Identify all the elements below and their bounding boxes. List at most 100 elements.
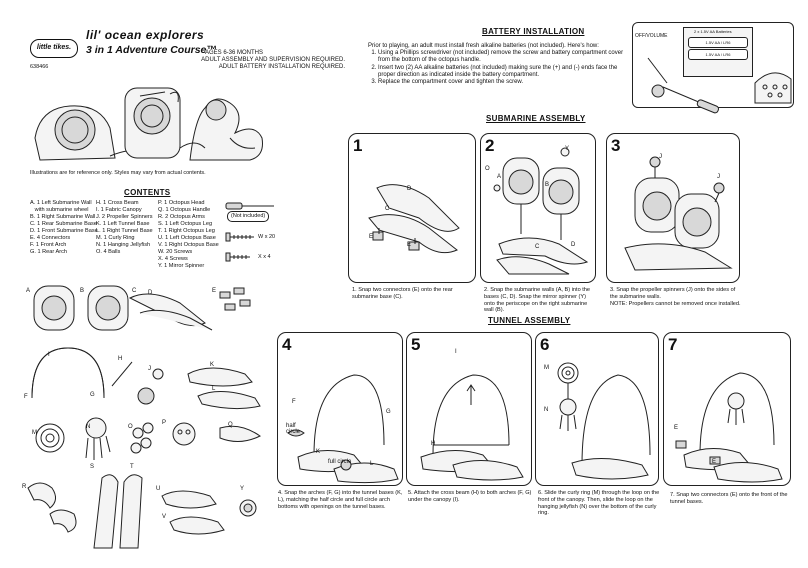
step-number: 7 [668, 335, 678, 354]
contents-item: N. 1 Hanging Jellyfish [96, 242, 151, 248]
part-label: C [385, 206, 390, 212]
part-label: A [26, 288, 31, 294]
part-label: T [130, 464, 134, 470]
part-label: E [369, 234, 374, 240]
submarine-heading: SUBMARINE ASSEMBLY [486, 114, 586, 123]
part-label: I [48, 352, 50, 358]
screw-w-count: W x 20 [258, 234, 276, 240]
part-label: E [407, 242, 412, 248]
power-switch-label: OFF/VOLUME [635, 33, 668, 39]
battery-step: Using a Phillips screwdriver (not includ… [378, 50, 630, 64]
part-label: H [431, 441, 436, 447]
part-label: C [535, 244, 540, 250]
contents-item: S. 1 Left Octopus Leg [158, 221, 213, 227]
step-number: 3 [611, 136, 621, 155]
part-label: L [212, 386, 216, 392]
part-label: U [156, 486, 161, 492]
step-2-illustration [493, 147, 589, 275]
step-3-caption: 3. Snap the propeller spinners (J) onto … [610, 287, 736, 300]
contents-item: M. 1 Curly Ring [96, 235, 135, 241]
step-3-note: NOTE: Propellers cannot be removed once … [610, 301, 741, 307]
part-label: H [118, 356, 123, 362]
contents-heading: CONTENTS [124, 188, 171, 197]
step-number: 1 [353, 136, 363, 155]
contents-item: H. 1 Cross Beam [96, 200, 139, 206]
step-number: 5 [411, 335, 421, 354]
part-label: D [148, 290, 153, 296]
part-label: Y [240, 486, 245, 492]
step-1-panel: 1 D C E E [348, 133, 476, 283]
battery-cell-1: 1.5V AA / LR6 [688, 37, 748, 48]
step-4-panel: 4 F G K L half circle full circle [277, 332, 403, 486]
contents-item: V. 1 Right Octopus Base [158, 242, 219, 248]
contents-item: G. 1 Rear Arch [30, 249, 67, 255]
battery-diagram: OFF/VOLUME 2 x 1.5V AA Batteries 1.5V AA… [632, 22, 794, 114]
contents-item: I. 1 Fabric Canopy [96, 207, 142, 213]
age-range: AGES 6-36 MONTHS [205, 50, 264, 56]
part-label: O [128, 424, 133, 430]
part-label: J [717, 174, 720, 180]
part-label: F [292, 399, 296, 405]
part-label: Y [565, 146, 570, 152]
battery-notice: ADULT BATTERY INSTALLATION REQUIRED. [218, 64, 345, 70]
battery-compartment: 2 x 1.5V AA Batteries 1.5V AA / LR6 1.5V… [683, 27, 753, 77]
step-1-caption: 1. Snap two connectors (E) onto the rear… [352, 287, 453, 300]
screw-w-icon [225, 232, 254, 242]
part-label: B [80, 288, 85, 294]
step-number: 4 [282, 335, 292, 354]
contents-item: P. 1 Octopus Head [158, 200, 205, 206]
part-label: G [386, 409, 391, 415]
item-number: 638466 [30, 64, 49, 70]
part-label: G [90, 392, 95, 398]
part-label: P [162, 420, 167, 426]
contents-item: L. 1 Right Tunnel Base [96, 228, 153, 234]
step-1-illustration [368, 184, 460, 254]
battery-intro: Prior to playing, an adult must install … [368, 43, 599, 49]
assembly-notice: ADULT ASSEMBLY AND SUPERVISION REQUIRED. [201, 57, 345, 63]
battery-spec: 2 x 1.5V AA Batteries [694, 29, 732, 34]
contents-item: E. 4 Connectors [30, 235, 71, 241]
screw-x-icon [225, 252, 250, 262]
screwdriver-icon [647, 57, 792, 114]
part-label: K [316, 449, 321, 455]
step-5-caption: 5. Attach the cross beam (H) to both arc… [408, 490, 532, 503]
part-label: R [22, 484, 27, 490]
part-label: L [370, 461, 374, 467]
part-label: B [545, 182, 550, 188]
part-label: V [162, 514, 167, 520]
part-label: I [455, 349, 457, 355]
part-label: F [24, 394, 28, 400]
contents-item: F. 1 Front Arch [30, 242, 67, 248]
step-7-panel: 7 E E [663, 332, 791, 486]
part-label: S [90, 464, 95, 470]
tunnel-heading: TUNNEL ASSEMBLY [488, 316, 571, 325]
contents-item: K. 1 Left Tunnel Base [96, 221, 150, 227]
part-label: A [497, 174, 502, 180]
step-2-panel: 2 A B C D O Y [480, 133, 596, 283]
part-label: K [210, 362, 215, 368]
part-label: E [212, 288, 217, 294]
part-label: E [712, 459, 717, 465]
battery-step: Insert two (2) AA alkaline batteries (no… [378, 65, 630, 79]
contents-item: D. 1 Front Submarine Base [30, 228, 98, 234]
contents-item: U. 1 Left Octopus Base [158, 235, 216, 241]
contents-item: X. 4 Screws [158, 256, 188, 262]
product-title: 3 in 1 Adventure Course™ [86, 44, 217, 56]
illustration-note: Illustrations are for reference only. St… [30, 170, 206, 176]
part-label: D [571, 242, 576, 248]
contents-item: A. 1 Left Submarine Wall [30, 200, 92, 206]
step-number: 2 [485, 136, 495, 155]
contents-column-1: A. 1 Left Submarine Wall with submarine … [30, 200, 112, 256]
step-4-illustration [287, 374, 399, 484]
step-6-caption: 6. Slide the curly ring (M) through the … [538, 490, 660, 517]
step-2-caption: 2. Snap the submarine walls (A, B) into … [484, 287, 591, 314]
step-number: 6 [540, 335, 550, 354]
parts-illustrations [27, 285, 261, 549]
step-6-illustration [557, 362, 651, 480]
battery-step: Replace the compartment cover and tighte… [378, 79, 630, 86]
product-hero-illustration [34, 87, 263, 161]
contents-item: B. 1 Right Submarine Wall [30, 214, 96, 220]
contents-item: O. 4 Balls [96, 249, 121, 255]
